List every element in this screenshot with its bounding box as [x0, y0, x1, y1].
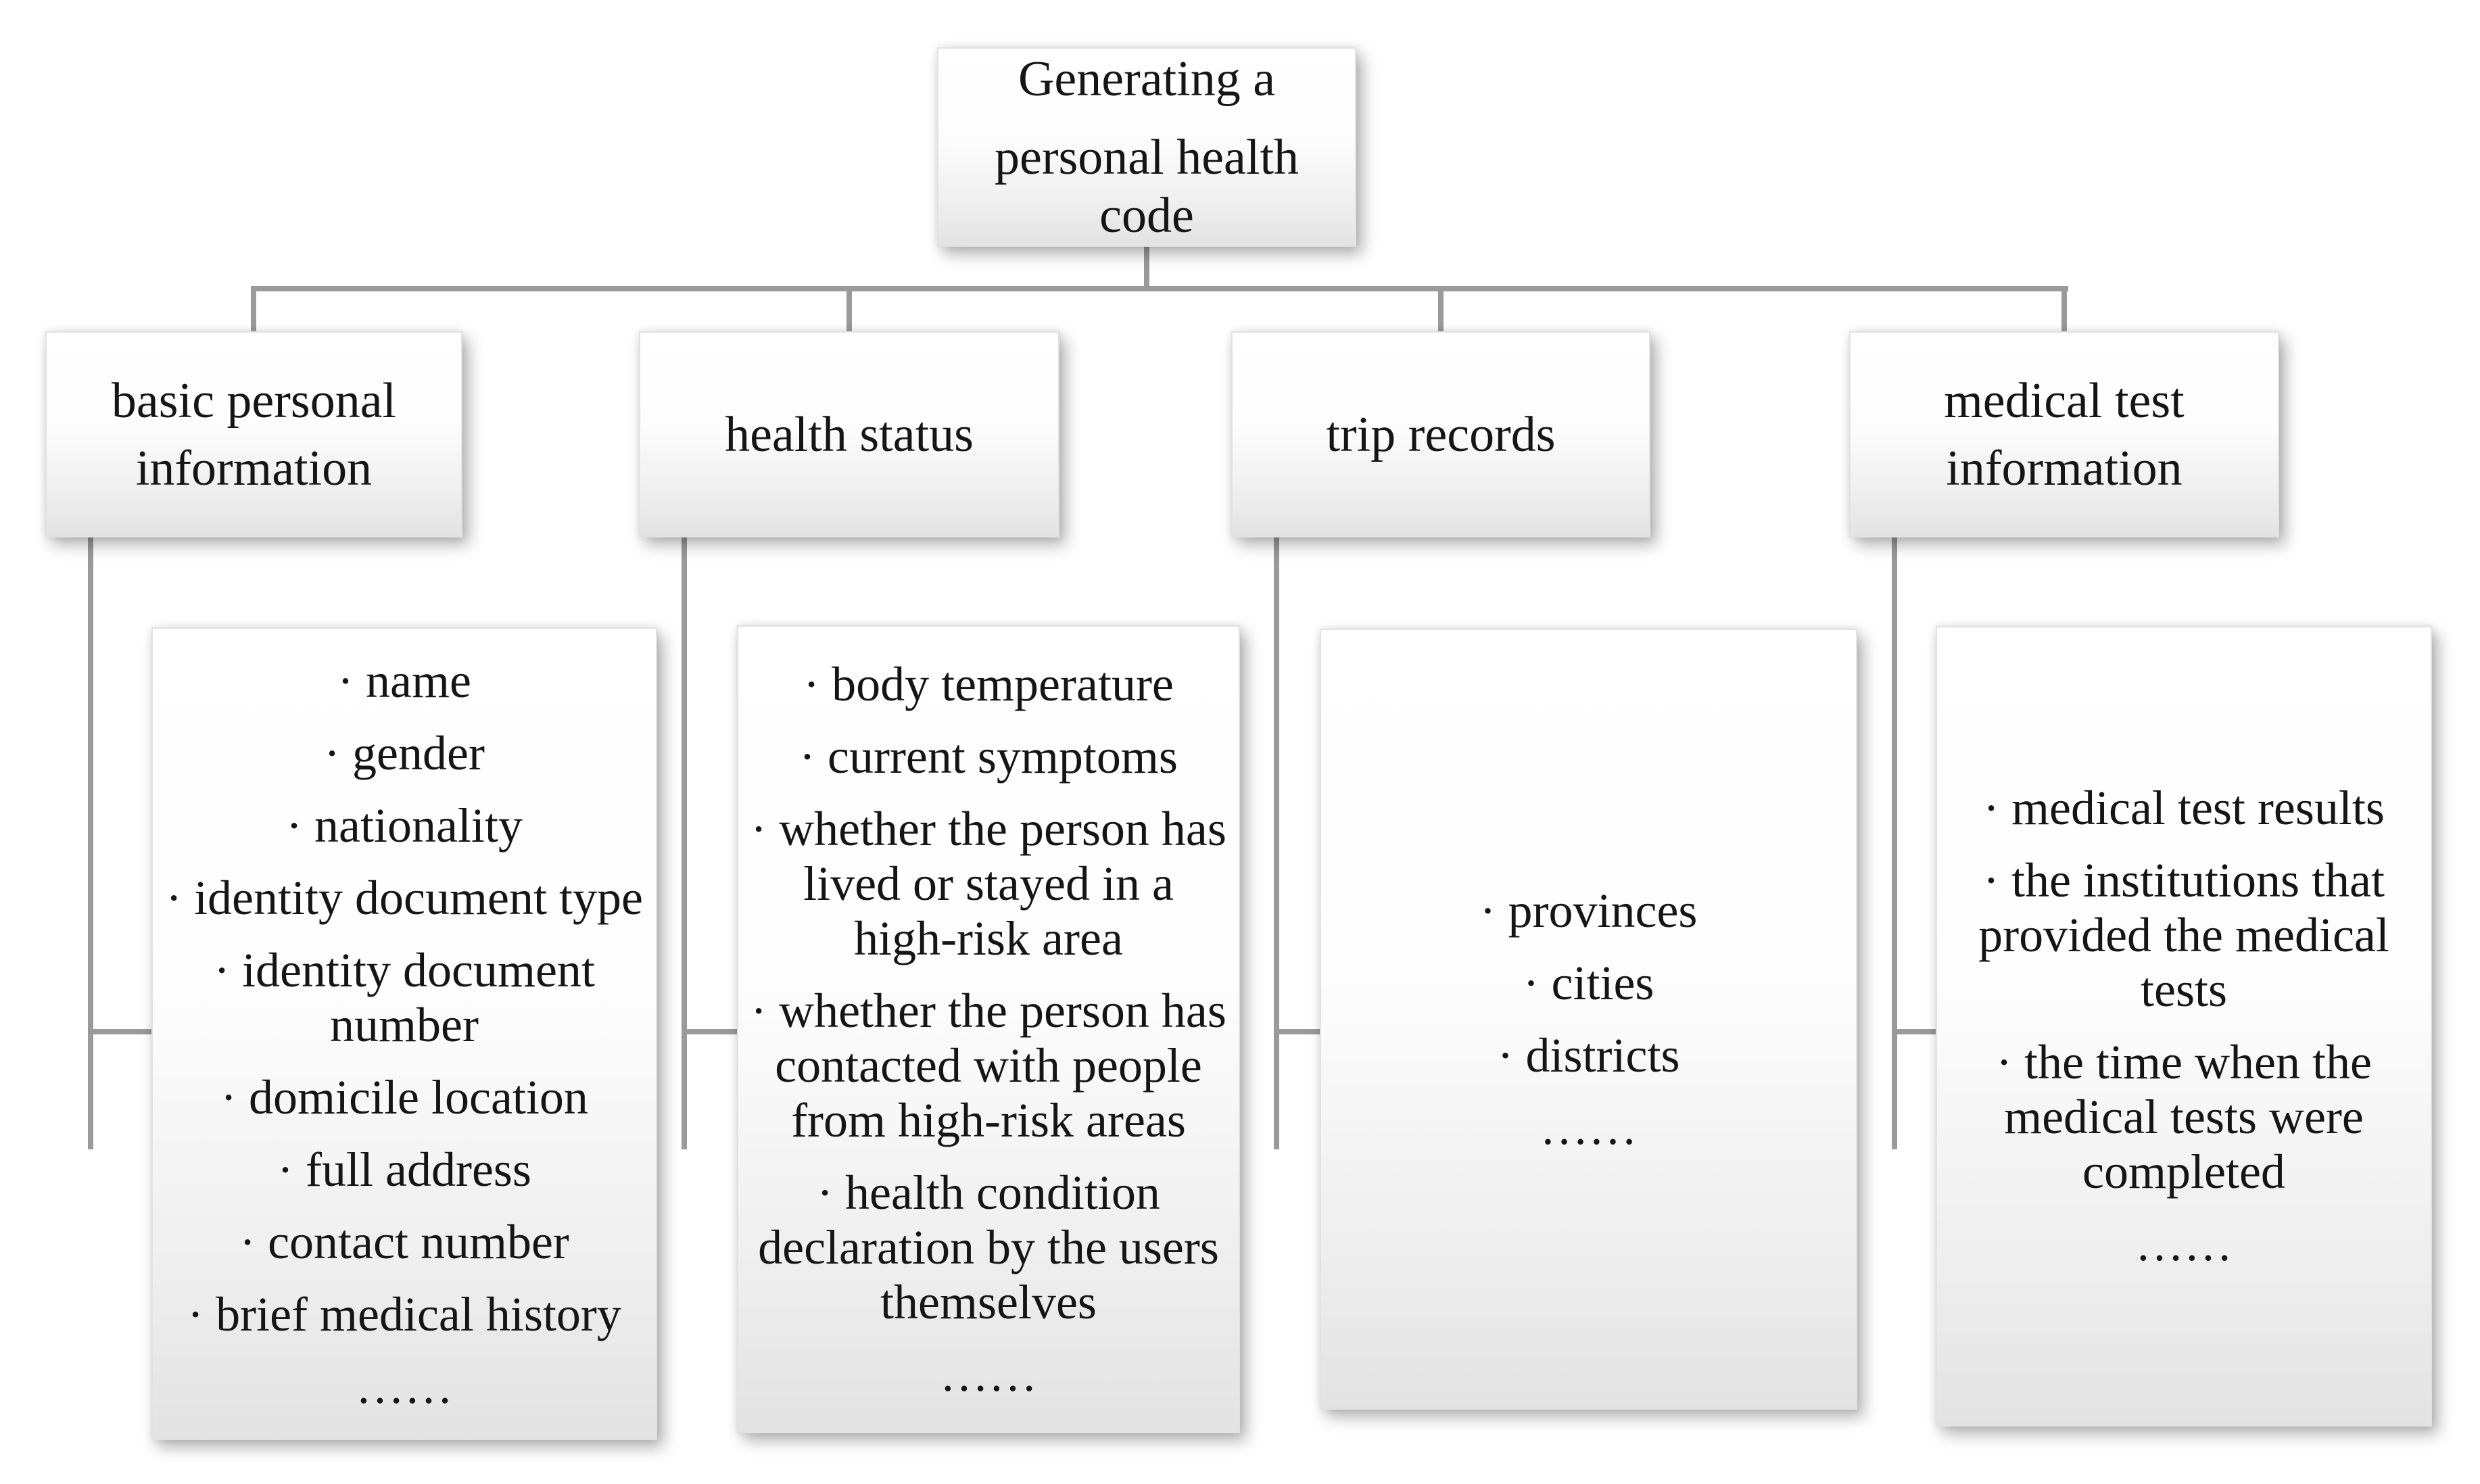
detail-list-trip-records: · provinces · cities · districts ……	[1320, 629, 1857, 1410]
root-node-label-rest: personal health code	[995, 129, 1299, 243]
list-item: · current symptoms	[799, 729, 1178, 784]
list-item: · name	[337, 653, 471, 708]
branch-box-medical-test-information: medical test information	[1849, 331, 2279, 537]
branch-box-trip-records: trip records	[1231, 331, 1650, 537]
connector-elbow-trip-records	[1274, 1029, 1328, 1034]
list-item: · districts	[1497, 1028, 1680, 1082]
list-item: · identity document number	[214, 942, 595, 1052]
detail-list-health-status: · body temperature · current symptoms · …	[737, 625, 1240, 1433]
branch-box-basic-personal-information: basic personal information	[45, 331, 462, 537]
detail-list-basic-personal-information: · name · gender · nationality · identity…	[151, 627, 657, 1440]
connector-stub-health-status	[846, 286, 852, 335]
list-item-ellipsis: ……	[2135, 1217, 2233, 1271]
list-item: · provinces	[1479, 883, 1698, 938]
connector-drop-trip-records	[1274, 536, 1279, 1149]
branch-title: medical test information	[1944, 373, 2185, 496]
branch-title: basic personal information	[111, 373, 397, 496]
list-item: · domicile location	[220, 1070, 588, 1124]
list-item: · health condition declaration by the us…	[758, 1165, 1219, 1329]
connector-elbow-basic-personal-information	[88, 1029, 158, 1034]
connector-drop-basic-personal-information	[88, 536, 93, 1149]
connector-stub-trip-records	[1438, 286, 1444, 335]
connector-stub-basic-personal-information	[251, 286, 256, 335]
root-node-box: Generating a personal health code	[937, 47, 1356, 247]
list-item-ellipsis: ……	[356, 1359, 453, 1414]
connector-root-stub	[1144, 245, 1149, 291]
list-item: · whether the person has lived or stayed…	[750, 801, 1226, 965]
list-item: · full address	[277, 1142, 531, 1197]
branch-title: health status	[725, 406, 974, 462]
connector-drop-health-status	[682, 536, 687, 1149]
list-item: · the institutions that provided the med…	[1978, 853, 2389, 1017]
list-item-ellipsis: ……	[940, 1347, 1037, 1402]
list-item: · body temperature	[803, 656, 1174, 711]
connector-drop-medical-test-information	[1892, 536, 1897, 1149]
list-item: · nationality	[286, 798, 523, 853]
branch-box-health-status: health status	[639, 331, 1059, 537]
branch-title: trip records	[1326, 406, 1556, 462]
list-item: · whether the person has contacted with …	[750, 983, 1226, 1147]
list-item-ellipsis: ……	[1540, 1100, 1638, 1155]
detail-list-medical-test-information: · medical test results · the institution…	[1936, 626, 2432, 1427]
list-item: · brief medical history	[187, 1287, 621, 1341]
connector-elbow-health-status	[682, 1029, 745, 1034]
root-node-label-line1: Generating a	[1018, 51, 1276, 107]
connector-stub-medical-test-information	[2061, 286, 2067, 335]
list-item: · medical test results	[1983, 781, 2385, 835]
list-item: · identity document type	[166, 870, 643, 925]
list-item: · gender	[324, 725, 485, 780]
connector-main-horizontal	[254, 286, 2068, 291]
list-item: · the time when the medical tests were c…	[1996, 1035, 2372, 1199]
list-item: · cities	[1523, 955, 1654, 1010]
connector-elbow-medical-test-information	[1892, 1029, 1944, 1034]
list-item: · contact number	[239, 1214, 569, 1269]
